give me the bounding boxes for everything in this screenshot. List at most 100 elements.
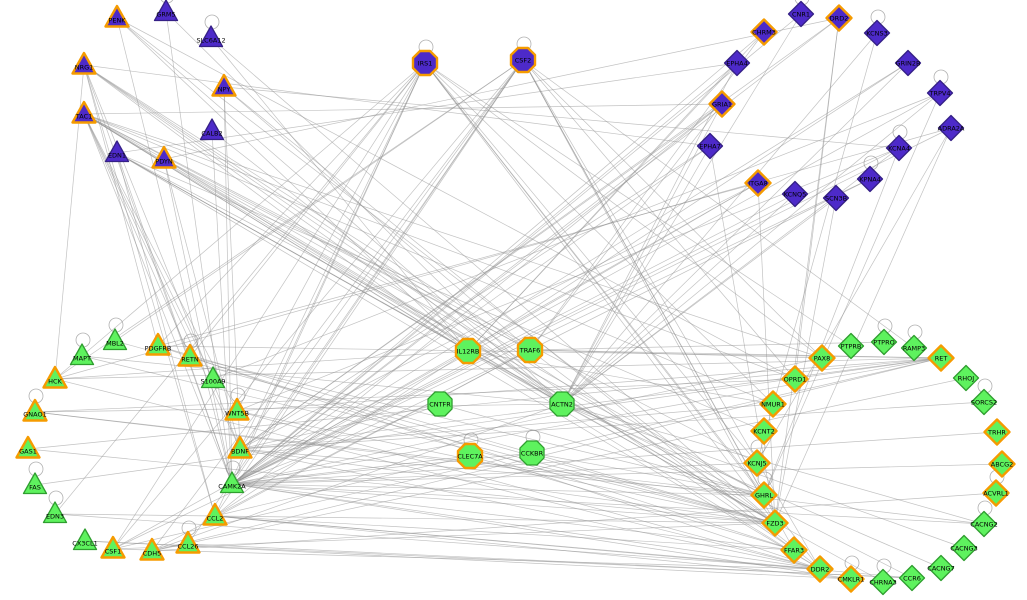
diamond-node-shape[interactable] [696, 132, 724, 160]
diamond-node-shape[interactable] [825, 4, 853, 32]
node-SLC6A12[interactable]: SLC6A12 [196, 25, 226, 48]
node-ACVRL1[interactable]: ACVRL1 [982, 479, 1010, 507]
triangle-node-shape[interactable] [71, 51, 97, 75]
node-HCK[interactable]: HCK [42, 365, 68, 389]
diamond-node-shape[interactable] [898, 564, 926, 592]
node-KCNS3[interactable]: KCNS3 [863, 19, 891, 47]
diamond-node-shape[interactable] [970, 388, 998, 416]
node-PTPRB[interactable]: PTPRB [837, 332, 865, 360]
node-CCKBR[interactable]: CCKBR [519, 440, 545, 466]
node-PDGFRB[interactable]: PDGFRB [145, 332, 172, 356]
diamond-node-shape[interactable] [759, 390, 787, 418]
diamond-node-shape[interactable] [927, 554, 955, 582]
triangle-node-shape[interactable] [71, 100, 97, 124]
diamond-node-shape[interactable] [885, 134, 913, 162]
triangle-node-shape[interactable] [219, 471, 245, 494]
node-TAC1[interactable]: TAC1 [71, 100, 97, 124]
diamond-node-shape[interactable] [744, 169, 772, 197]
diamond-node-shape[interactable] [780, 536, 808, 564]
diamond-node-shape[interactable] [781, 365, 809, 393]
node-TRHR[interactable]: TRHR [983, 418, 1011, 446]
node-MBL2[interactable]: MBL2 [102, 328, 128, 351]
node-FAS[interactable]: FAS [22, 472, 48, 495]
node-CSF2[interactable]: CSF2 [509, 46, 537, 74]
node-RAMP3[interactable]: RAMP3 [900, 334, 928, 362]
node-ADRA2A[interactable]: ADRA2A [937, 114, 965, 142]
node-CCR6[interactable]: CCR6 [898, 564, 926, 592]
diamond-node-shape[interactable] [856, 165, 884, 193]
triangle-node-shape[interactable] [104, 140, 130, 163]
node-ITGA8[interactable]: ITGA8 [744, 169, 772, 197]
triangle-node-shape[interactable] [42, 365, 68, 389]
triangle-node-shape[interactable] [139, 537, 165, 561]
diamond-node-shape[interactable] [837, 332, 865, 360]
octagon-node-shape[interactable] [411, 49, 439, 77]
node-NRG1[interactable]: NRG1 [71, 51, 97, 75]
diamond-node-shape[interactable] [837, 565, 865, 593]
diamond-node-shape[interactable] [863, 19, 891, 47]
diamond-node-shape[interactable] [988, 450, 1016, 478]
diamond-node-shape[interactable] [781, 180, 809, 208]
triangle-node-shape[interactable] [198, 25, 224, 48]
diamond-node-shape[interactable] [937, 114, 965, 142]
node-GAS1[interactable]: GAS1 [15, 435, 41, 459]
diamond-node-shape[interactable] [900, 334, 928, 362]
diamond-node-shape[interactable] [743, 449, 771, 477]
triangle-node-shape[interactable] [102, 328, 128, 351]
node-TRAF6[interactable]: TRAF6 [516, 336, 544, 364]
triangle-node-shape[interactable] [42, 501, 68, 524]
node-ABCG2[interactable]: ABCG2 [988, 450, 1016, 478]
node-GNAO1[interactable]: GNAO1 [22, 398, 48, 422]
diamond-node-shape[interactable] [723, 49, 751, 77]
triangle-node-shape[interactable] [15, 435, 41, 459]
node-CNTFR[interactable]: CNTFR [427, 391, 453, 417]
node-IRS1[interactable]: IRS1 [411, 49, 439, 77]
node-CHRNA3[interactable]: CHRNA3 [869, 568, 897, 596]
node-CACNG2[interactable]: CACNG2 [970, 510, 998, 538]
node-RET[interactable]: RET [927, 344, 955, 372]
octagon-node-shape[interactable] [509, 46, 537, 74]
node-CALB2[interactable]: CALB2 [199, 118, 225, 141]
node-CACNG3[interactable]: CACNG3 [950, 534, 978, 562]
triangle-node-shape[interactable] [153, 0, 179, 22]
triangle-node-shape[interactable] [151, 145, 177, 169]
node-EDN3[interactable]: EDN3 [42, 501, 68, 524]
node-RHOJ[interactable]: RHOJ [952, 364, 980, 392]
node-TRPV4[interactable]: TRPV4 [926, 79, 954, 107]
triangle-node-shape[interactable] [72, 528, 98, 551]
diamond-node-shape[interactable] [983, 418, 1011, 446]
node-SORCS2[interactable]: SORCS2 [970, 388, 998, 416]
diamond-node-shape[interactable] [761, 509, 789, 537]
octagon-node-shape[interactable] [456, 442, 484, 470]
node-KCNA4[interactable]: KCNA4 [885, 134, 913, 162]
node-CHRM3[interactable]: CHRM3 [750, 18, 778, 46]
triangle-node-shape[interactable] [199, 118, 225, 141]
triangle-node-shape[interactable] [200, 366, 226, 389]
node-KCNQ5[interactable]: KCNQ5 [781, 180, 809, 208]
diamond-node-shape[interactable] [787, 0, 815, 28]
node-CLEC7A[interactable]: CLEC7A [456, 442, 484, 470]
triangle-node-shape[interactable] [100, 535, 126, 559]
diamond-node-shape[interactable] [806, 555, 834, 583]
node-CX3CL1[interactable]: CX3CL1 [72, 528, 98, 551]
node-DRD2[interactable]: DRD2 [825, 4, 853, 32]
diamond-node-shape[interactable] [982, 479, 1010, 507]
node-MAPT[interactable]: MAPT [69, 343, 95, 366]
triangle-node-shape[interactable] [69, 343, 95, 366]
node-KCNT2[interactable]: KCNT2 [750, 417, 778, 445]
triangle-node-shape[interactable] [145, 332, 171, 356]
diamond-node-shape[interactable] [970, 510, 998, 538]
node-GRIA1[interactable]: GRIA1 [708, 90, 736, 118]
diamond-node-shape[interactable] [750, 417, 778, 445]
node-ACTN2[interactable]: ACTN2 [549, 391, 575, 417]
triangle-node-shape[interactable] [202, 502, 228, 526]
diamond-node-shape[interactable] [869, 568, 897, 596]
triangle-node-shape[interactable] [22, 472, 48, 495]
node-PTPRO[interactable]: PTPRO [870, 328, 898, 356]
diamond-node-shape[interactable] [870, 328, 898, 356]
triangle-node-shape[interactable] [224, 397, 250, 421]
octagon-node-shape[interactable] [549, 391, 575, 417]
diamond-node-shape[interactable] [750, 481, 778, 509]
node-CMKLR1[interactable]: CMKLR1 [837, 565, 865, 593]
octagon-node-shape[interactable] [519, 440, 545, 466]
